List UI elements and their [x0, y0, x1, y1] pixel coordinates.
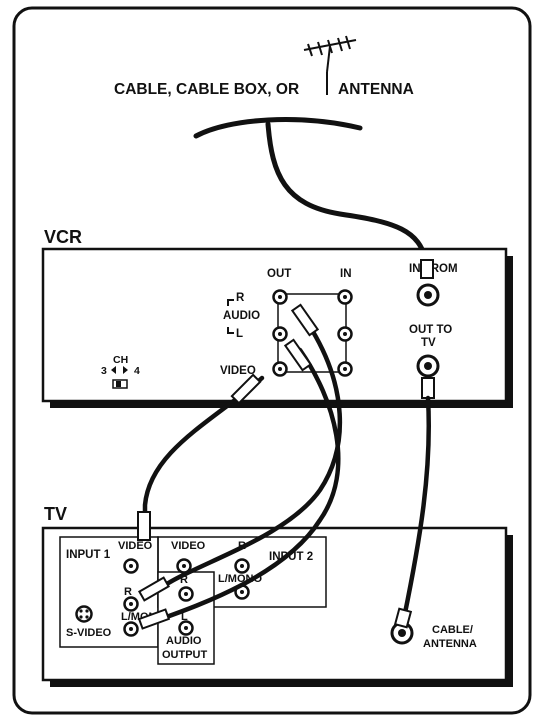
- vcr-in-from-plug: [420, 259, 434, 279]
- vcr-out-to-tv-plug: [421, 377, 435, 399]
- rf-cable: [401, 395, 432, 621]
- vcr-video-label: VIDEO: [220, 365, 256, 377]
- tv-cable-antenna-line1: CABLE/: [432, 624, 473, 636]
- vcr-audio-bracket: [227, 299, 234, 334]
- source-label-part1: CABLE, CABLE BOX, OR: [114, 81, 299, 98]
- vcr-audio-l-plug: [283, 338, 313, 372]
- vcr-audio-l-label: L: [236, 328, 243, 340]
- tv-cable-antenna-line2: ANTENNA: [423, 638, 477, 650]
- vcr-ch-4: 4: [134, 365, 140, 377]
- tv-audio-r-plug: [138, 576, 170, 602]
- tv-audio-output-r-label: R: [180, 574, 188, 586]
- vcr-ch-arrows-icon: [111, 366, 128, 374]
- source-cable: [193, 117, 363, 139]
- tv-video-plug: [137, 511, 151, 541]
- vcr-ch-3: 3: [101, 365, 107, 377]
- audio-l-cable: [155, 347, 341, 623]
- svideo-connector-icon: [75, 605, 93, 623]
- vcr-out-to-tv-line1: OUT TO: [409, 324, 452, 336]
- plug-bodies: [137, 303, 413, 630]
- source-to-vcr-cable: [265, 121, 429, 265]
- audio-r-cable: [155, 327, 343, 593]
- tv-panel: [41, 526, 508, 682]
- tv-audio-l-plug: [137, 608, 171, 630]
- rca-cables: [142, 327, 432, 623]
- tv-audio-output-l-label: L: [181, 611, 188, 623]
- tv-input1-label: INPUT 1: [66, 549, 111, 561]
- tv-jacks: [123, 558, 250, 637]
- vcr-out-label: OUT: [267, 268, 291, 280]
- vcr-video-plug: [230, 373, 262, 405]
- vcr-title: VCR: [44, 227, 82, 247]
- tv-input1-r-label: R: [124, 586, 132, 598]
- source-label-part2: ANTENNA: [338, 81, 414, 98]
- vcr-out-to-tv-line2: TV: [421, 337, 436, 349]
- tv-audio-output-line1: AUDIO: [166, 635, 202, 647]
- tv-svideo-label: S-VIDEO: [66, 627, 112, 639]
- vcr-audio-r-plug: [290, 303, 320, 337]
- tv-input1-video-label: VIDEO: [118, 540, 153, 552]
- tv-input2-video-label: VIDEO: [171, 540, 206, 552]
- vcr-in-label: IN: [340, 268, 352, 280]
- tv-rf-plug: [393, 607, 413, 629]
- vcr-audio-r-label: R: [236, 292, 245, 304]
- antenna-icon: [303, 35, 357, 95]
- vcr-ch-label: CH: [113, 354, 128, 366]
- tv-audio-output-line2: OUTPUT: [162, 649, 208, 661]
- tv-title: TV: [44, 504, 67, 524]
- vcr-audio-label: AUDIO: [223, 310, 260, 322]
